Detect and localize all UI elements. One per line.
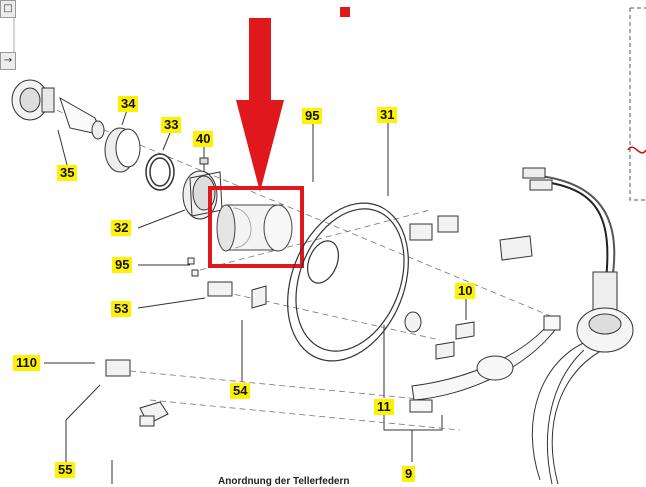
red-wire bbox=[627, 146, 646, 154]
o-ring-part bbox=[145, 153, 175, 191]
detail-frame bbox=[629, 7, 646, 201]
part-label: 33 bbox=[161, 117, 182, 133]
part-label: 40 bbox=[193, 131, 214, 147]
bracket-part bbox=[409, 315, 561, 413]
gear-ring-part bbox=[104, 127, 141, 173]
motor-holder-part bbox=[182, 170, 223, 220]
leader-lines bbox=[44, 109, 467, 484]
part-label: 32 bbox=[111, 220, 132, 236]
part-label: 31 bbox=[377, 107, 398, 123]
assembly-axes bbox=[19, 94, 561, 431]
part-label: 55 bbox=[55, 462, 76, 478]
fan-wheel-part bbox=[11, 79, 55, 121]
part-label: 34 bbox=[118, 96, 139, 112]
connector-part bbox=[522, 167, 634, 353]
part-label: 95 bbox=[112, 257, 133, 273]
part-label: 95 bbox=[302, 108, 323, 124]
part-label: 54 bbox=[230, 383, 251, 399]
part-label: 11 bbox=[374, 399, 394, 415]
highlight-box bbox=[208, 186, 304, 268]
large-ring-part bbox=[531, 339, 607, 484]
disc-part bbox=[287, 202, 409, 362]
part-label: 110 bbox=[13, 355, 40, 371]
small-parts bbox=[105, 215, 533, 427]
diagram-caption: Anordnung der Tellerfedern bbox=[218, 476, 350, 487]
cylinder-part bbox=[216, 204, 293, 252]
screw-part bbox=[199, 157, 209, 172]
nozzle-part bbox=[59, 96, 105, 140]
red-arrow-icon bbox=[236, 18, 284, 192]
red-marker bbox=[340, 7, 350, 17]
part-label: 53 bbox=[111, 301, 132, 317]
window-control[interactable]: □ bbox=[0, 0, 16, 18]
cable-part bbox=[539, 175, 616, 281]
part-label: 35 bbox=[57, 165, 78, 181]
arrow-icon[interactable]: → bbox=[0, 52, 16, 70]
part-label: 10 bbox=[455, 283, 476, 299]
part-label: 9 bbox=[402, 466, 416, 482]
